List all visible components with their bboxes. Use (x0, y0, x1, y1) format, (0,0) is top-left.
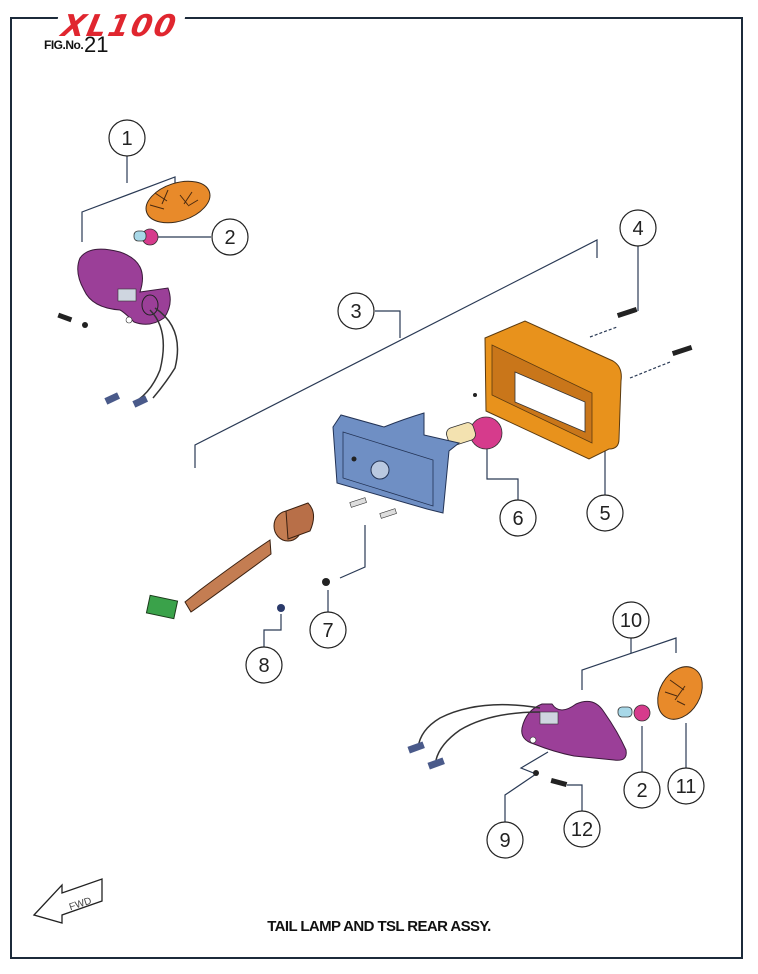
callout-3[interactable]: 3 (337, 292, 375, 330)
left-indicator-housing (77, 248, 171, 325)
svg-text:8: 8 (258, 655, 269, 677)
callout-7[interactable]: 7 (309, 611, 347, 649)
svg-text:1: 1 (121, 128, 132, 150)
figure-label: FIG.No. (44, 38, 84, 52)
figure-number: 21 (84, 32, 109, 57)
tail-lamp-bulb (446, 416, 503, 450)
svg-text:5: 5 (599, 503, 610, 525)
callout-11[interactable]: 11 (667, 767, 705, 805)
svg-text:4: 4 (632, 218, 643, 240)
callout-6[interactable]: 6 (499, 499, 537, 537)
callout-8[interactable]: 8 (245, 646, 283, 684)
tail-lamp-lens (473, 307, 693, 460)
svg-text:2: 2 (636, 780, 647, 802)
callout-12[interactable]: 12 (563, 810, 601, 848)
svg-text:2: 2 (224, 227, 235, 249)
svg-text:9: 9 (499, 830, 510, 852)
left-indicator-assembly (57, 180, 211, 408)
svg-text:12: 12 (571, 819, 593, 841)
callout-5[interactable]: 5 (586, 494, 624, 532)
right-indicator-assembly (407, 666, 703, 787)
right-indicator-housing (521, 700, 627, 761)
drawing-frame: XL100 (10, 9, 743, 959)
svg-text:6: 6 (512, 508, 523, 530)
front-arrow-icon: FWD (32, 878, 103, 924)
callout-4[interactable]: 4 (619, 209, 657, 247)
diagram-caption: TAIL LAMP AND TSL REAR ASSY. (267, 918, 491, 935)
left-indicator-lens (145, 180, 211, 224)
svg-text:3: 3 (350, 301, 361, 323)
callout-9[interactable]: 9 (486, 821, 524, 859)
callout-2-left[interactable]: 2 (211, 218, 249, 256)
callout-2-right[interactable]: 2 (623, 771, 661, 809)
harness-connector (145, 594, 179, 620)
socket-harness (145, 502, 330, 620)
tail-lamp-base (332, 412, 461, 519)
svg-text:7: 7 (322, 620, 333, 642)
leader-lines (81, 156, 687, 823)
svg-text:11: 11 (676, 776, 697, 798)
callout-10[interactable]: 10 (612, 601, 650, 639)
svg-text:10: 10 (620, 610, 642, 632)
right-indicator-bulb (633, 704, 651, 722)
callouts: 1 2 3 4 5 6 7 8 10 2 11 9 12 (108, 119, 705, 859)
callout-1[interactable]: 1 (108, 119, 146, 157)
